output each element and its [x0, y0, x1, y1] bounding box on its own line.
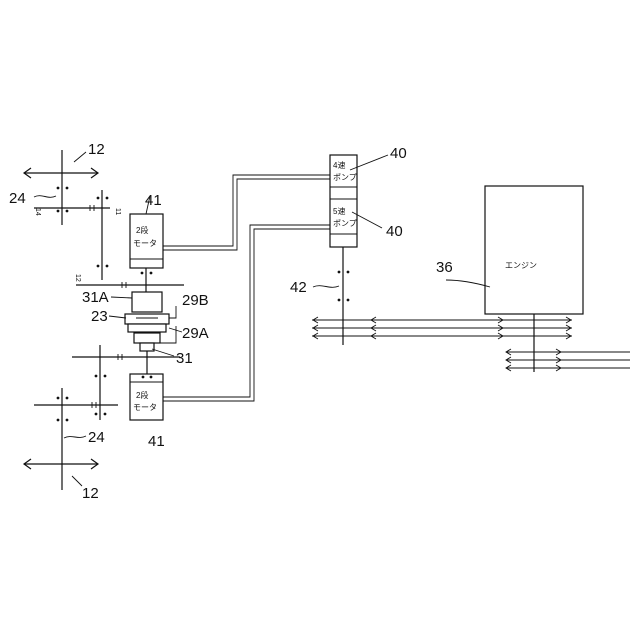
hydraulic-pipe-top — [163, 175, 330, 250]
pump-bottom-label-2: ポンプ — [333, 219, 357, 228]
hydraulic-pipe-bottom — [163, 225, 330, 401]
drive-belt-lower — [506, 349, 630, 371]
ref-12-bottom: 12 — [82, 485, 99, 502]
ref-31A: 31A — [82, 289, 109, 306]
two-stage-motor-bottom: 2段 モータ — [130, 374, 163, 420]
ref-24-top: 24 — [9, 190, 26, 207]
ref-40-top: 40 — [390, 145, 407, 162]
pump-top-label-1: 4速 — [333, 161, 345, 170]
ref-29A: 29A — [182, 325, 209, 342]
ref-36: 36 — [436, 259, 453, 276]
engine-label: エンジン — [505, 261, 537, 270]
ref-42: 42 — [290, 279, 307, 296]
motor-bottom-label-2: モータ — [133, 403, 157, 412]
drive-belt-upper — [312, 317, 572, 339]
ref-24-bottom: 24 — [88, 429, 105, 446]
ref-12-top: 12 — [88, 141, 105, 158]
motor-top-label-2: モータ — [133, 239, 157, 248]
engine: エンジン — [485, 186, 583, 314]
pump-bottom-label-1: 5速 — [333, 207, 345, 216]
mark-m1: 12 — [74, 274, 81, 282]
ref-40-bottom: 40 — [386, 223, 403, 240]
mark-m2: 11 — [114, 208, 121, 215]
ref-29B: 29B — [182, 292, 209, 309]
pump-top-label-2: ポンプ — [333, 173, 357, 182]
ref-41-bottom: 41 — [148, 433, 165, 450]
motor-bottom-label-1: 2段 — [136, 390, 148, 400]
motor-top-label-1: 2段 — [136, 225, 148, 235]
ref-23: 23 — [91, 308, 108, 325]
two-stage-motor-top: 2段 モータ — [130, 214, 163, 268]
ref-41-top: 41 — [145, 192, 162, 209]
mark-m3: 14 — [34, 208, 41, 216]
differential-assembly — [125, 292, 176, 375]
ref-31: 31 — [176, 350, 193, 367]
